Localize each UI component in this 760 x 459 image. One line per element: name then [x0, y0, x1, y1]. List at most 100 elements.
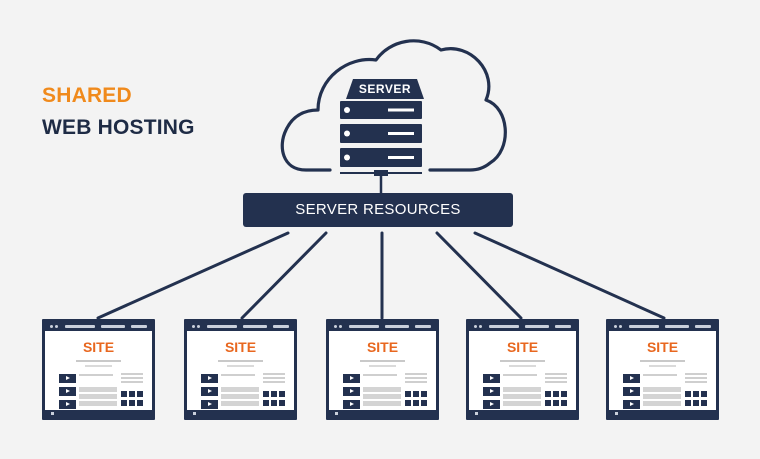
grid-icon	[121, 391, 127, 397]
server-led-3	[344, 154, 350, 161]
play-icon	[483, 374, 500, 383]
play-icon	[483, 400, 500, 409]
server-rack-icon	[340, 79, 424, 167]
site-card: SITE	[466, 319, 579, 420]
site-subtitle-line	[500, 360, 545, 362]
server-connector	[340, 170, 422, 193]
grid-icon	[279, 391, 285, 397]
grid-icon	[271, 391, 277, 397]
grid-icon	[553, 391, 559, 397]
play-icon	[623, 374, 640, 383]
server-unit-3	[340, 148, 422, 167]
content-block	[79, 401, 117, 406]
grid-icon	[413, 400, 419, 406]
play-icon	[623, 400, 640, 409]
grid-icon	[701, 391, 707, 397]
connection-line-4	[435, 231, 523, 320]
site-subtitle-line	[360, 360, 405, 362]
grid-icon	[685, 400, 691, 406]
server-label: SERVER	[358, 82, 412, 96]
connection-line-2	[240, 231, 328, 320]
play-icon	[59, 400, 76, 409]
server-top-trapezoid	[346, 79, 424, 99]
text-line	[685, 373, 707, 375]
grid-icon	[263, 400, 269, 406]
site-footer	[469, 410, 576, 417]
server-led-2	[344, 130, 350, 137]
heading-web-hosting: WEB HOSTING	[42, 116, 195, 139]
site-card: SITE	[42, 319, 155, 420]
text-line	[405, 373, 427, 375]
text-line	[685, 381, 707, 383]
text-line	[263, 373, 285, 375]
text-line	[405, 381, 427, 383]
content-block	[503, 394, 541, 399]
grid-icon	[405, 391, 411, 397]
site-subtitle-line	[649, 365, 676, 367]
grid-icon	[693, 400, 699, 406]
server-slot-2	[388, 132, 414, 135]
site-footer	[45, 410, 152, 417]
site-subtitle-line	[85, 365, 112, 367]
grid-icon	[693, 391, 699, 397]
site-subtitle-line	[76, 360, 121, 362]
grid-icon	[121, 400, 127, 406]
text-line	[405, 377, 427, 379]
text-line	[685, 377, 707, 379]
site-title: SITE	[82, 339, 115, 355]
site-card: SITE	[606, 319, 719, 420]
text-line	[121, 381, 143, 383]
play-icon	[59, 387, 76, 396]
site-browser-bar	[469, 322, 576, 331]
play-icon	[623, 387, 640, 396]
content-block	[503, 387, 541, 392]
content-block	[221, 387, 259, 392]
text-line	[545, 373, 567, 375]
grid-icon	[413, 391, 419, 397]
cloud-icon	[280, 39, 507, 172]
grid-icon	[263, 391, 269, 397]
grid-icon	[421, 391, 427, 397]
site-title: SITE	[506, 339, 539, 355]
site-subtitle-line	[227, 365, 254, 367]
content-block	[363, 401, 401, 406]
play-icon	[343, 400, 360, 409]
server-unit-1	[340, 101, 422, 119]
content-block	[643, 387, 681, 392]
grid-icon	[137, 400, 143, 406]
content-block	[79, 394, 117, 399]
site-subtitle-line	[369, 365, 396, 367]
content-block	[79, 387, 117, 392]
grid-icon	[271, 400, 277, 406]
heading-shared: SHARED	[42, 84, 132, 107]
site-title: SITE	[224, 339, 257, 355]
play-icon	[201, 400, 218, 409]
play-icon	[483, 387, 500, 396]
play-icon	[343, 387, 360, 396]
text-line	[545, 381, 567, 383]
site-subtitle-line	[509, 365, 536, 367]
text-line	[221, 374, 255, 376]
content-block	[221, 401, 259, 406]
site-subtitle-line	[640, 360, 685, 362]
grid-icon	[545, 391, 551, 397]
server-unit-2	[340, 124, 422, 143]
text-line	[503, 374, 537, 376]
play-icon	[201, 374, 218, 383]
grid-icon	[701, 400, 707, 406]
grid-icon	[405, 400, 411, 406]
content-block	[503, 401, 541, 406]
server-led-1	[344, 107, 350, 113]
site-browser-bar	[45, 322, 152, 331]
server-slot-1	[388, 108, 414, 112]
content-block	[363, 394, 401, 399]
site-browser-bar	[609, 322, 716, 331]
content-block	[363, 387, 401, 392]
site-footer	[187, 410, 294, 417]
site-browser-bar	[329, 322, 436, 331]
play-icon	[59, 374, 76, 383]
server-slot-3	[388, 156, 414, 159]
text-line	[121, 377, 143, 379]
text-line	[263, 381, 285, 383]
grid-icon	[279, 400, 285, 406]
